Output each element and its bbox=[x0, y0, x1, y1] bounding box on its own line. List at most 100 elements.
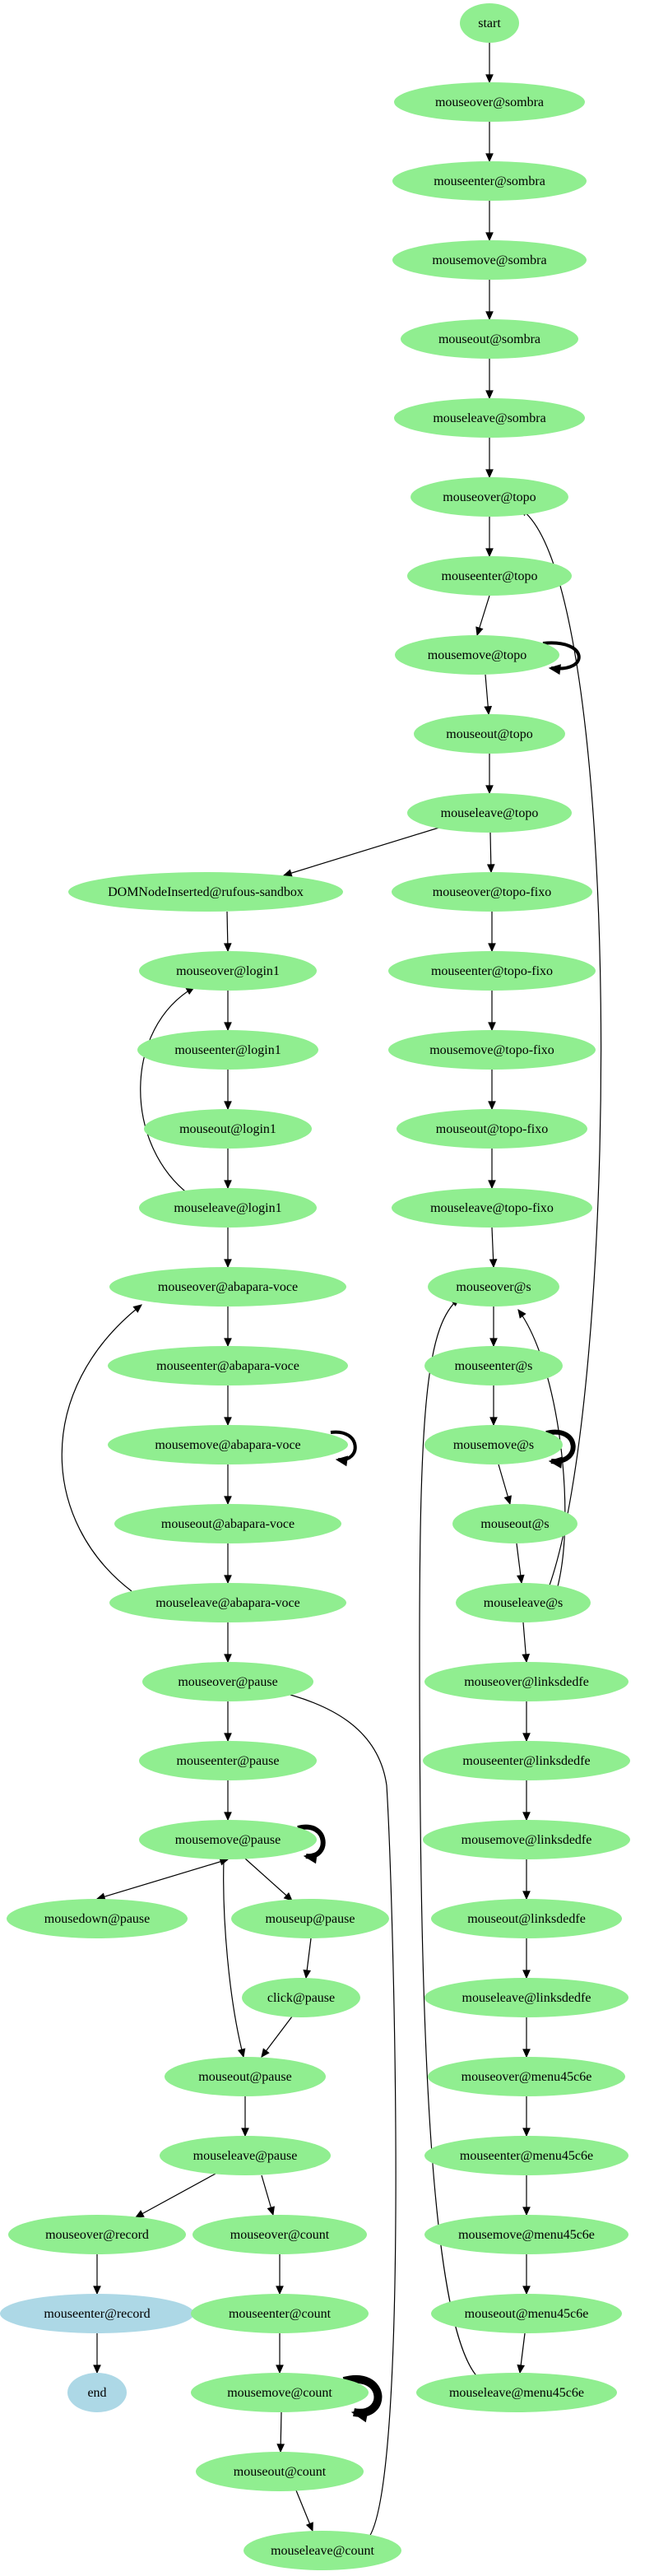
edge-arrowhead bbox=[267, 2206, 275, 2216]
node-ellipse bbox=[388, 1030, 596, 1070]
node-ellipse bbox=[7, 1899, 188, 1938]
node-mousemove-linksdedfe: mousemove@linksdedfe bbox=[423, 1820, 630, 1859]
edge-mouseover-menu-to-mouseenter-menu bbox=[522, 2096, 531, 2137]
edge-arrowhead bbox=[522, 2128, 531, 2137]
node-mouseleave-linksdedfe: mouseleave@linksdedfe bbox=[424, 1978, 628, 2017]
node-label: mouseout@pause bbox=[198, 2070, 291, 2084]
edge-arrowhead bbox=[224, 1338, 232, 1348]
node-ellipse bbox=[428, 2057, 625, 2096]
node-ellipse bbox=[431, 1899, 622, 1938]
node-mouseleave-menu: mouseleave@menu45c6e bbox=[416, 2373, 617, 2412]
edge-mousemove-sombra-to-mouseout-sombra bbox=[485, 280, 494, 321]
node-label: mouseover@s bbox=[456, 1280, 531, 1294]
node-label: mousemove@pause bbox=[175, 1833, 281, 1847]
node-ellipse bbox=[392, 240, 587, 280]
node-mouseleave-s: mouseleave@s bbox=[456, 1583, 591, 1622]
edge-arrowhead bbox=[282, 869, 293, 877]
node-ellipse bbox=[144, 1109, 312, 1149]
node-ellipse bbox=[424, 1346, 563, 1385]
edge-arrowhead bbox=[522, 2049, 531, 2058]
edge-arrowhead bbox=[503, 1495, 512, 1506]
edge-line bbox=[61, 1304, 142, 1592]
node-mouseout-sombra: mouseout@sombra bbox=[401, 319, 578, 359]
node-ellipse bbox=[395, 635, 559, 675]
edge-arrowhead bbox=[276, 2286, 284, 2295]
edge-mouseleave-login1-to-mouseover-abapara bbox=[224, 1228, 232, 1269]
node-label: mouseover@record bbox=[45, 2228, 149, 2242]
edge-mousemove-s-to-mousemove-s bbox=[545, 1429, 576, 1469]
node-mouseleave-pause: mouseleave@pause bbox=[160, 2136, 331, 2175]
node-label: mouseover@menu45c6e bbox=[462, 2070, 592, 2084]
node-label: mouseout@count bbox=[234, 2465, 327, 2479]
node-label: mouseleave@linksdedfe bbox=[462, 1991, 591, 2005]
node-label: mousemove@topo bbox=[428, 648, 527, 662]
edge-mousemove-linksdedfe-to-mouseout-linksdedfe bbox=[522, 1859, 531, 1901]
node-mouseover-count: mouseover@count bbox=[192, 2215, 367, 2254]
edge-arrowhead bbox=[276, 2444, 285, 2453]
node-label: mouseleave@s bbox=[484, 1596, 563, 1610]
node-label: mouseleave@topo-fixo bbox=[430, 1201, 554, 1215]
edge-arrowhead bbox=[276, 2365, 284, 2374]
node-click-pause: click@pause bbox=[242, 1978, 360, 2017]
edge-arrowhead bbox=[485, 469, 494, 479]
edge-mousemove-topo-to-mousemove-topo bbox=[542, 641, 581, 675]
node-mouseenter-topo: mouseenter@topo bbox=[407, 556, 572, 596]
edge-arrowhead bbox=[224, 1259, 232, 1269]
self-loop-arrowhead bbox=[335, 1455, 349, 1467]
node-label: mouseenter@s bbox=[455, 1359, 533, 1373]
node-label: mouseout@linksdedfe bbox=[467, 1912, 586, 1926]
edge-mouseenter-count-to-mousemove-count bbox=[276, 2333, 284, 2374]
edge-arrowhead bbox=[475, 626, 484, 637]
node-label: mouseout@login1 bbox=[179, 1122, 276, 1136]
edge-mouseover-sombra-to-mouseenter-sombra bbox=[485, 122, 494, 163]
edge-mouseleave-abapara-to-mouseover-abapara bbox=[61, 1304, 142, 1592]
edge-mouseover-count-to-mouseenter-count bbox=[276, 2254, 284, 2295]
node-mouseout-menu: mouseout@menu45c6e bbox=[431, 2294, 622, 2333]
edge-arrowhead bbox=[132, 1304, 142, 1313]
edge-arrowhead bbox=[516, 1574, 525, 1585]
edge-mouseleave-pause-to-mouseover-record bbox=[134, 2173, 216, 2218]
node-ellipse bbox=[414, 714, 565, 754]
edge-mouseover-login1-to-mouseenter-login1 bbox=[224, 991, 232, 1032]
edge-line bbox=[135, 2173, 216, 2218]
node-ellipse bbox=[108, 1346, 348, 1385]
edge-arrowhead bbox=[224, 1101, 232, 1111]
node-ellipse bbox=[139, 1188, 317, 1228]
node-label: mouseout@topo-fixo bbox=[436, 1122, 549, 1136]
node-mouseover-s: mouseover@s bbox=[428, 1267, 559, 1307]
node-ellipse bbox=[423, 1741, 630, 1780]
edge-arrowhead bbox=[485, 232, 494, 242]
node-label: mouseenter@record bbox=[44, 2307, 150, 2321]
node-mouseover-record: mouseover@record bbox=[8, 2215, 186, 2254]
edge-mouseout-sombra-to-mouseleave-sombra bbox=[485, 359, 494, 400]
edge-mouseenter-abapara-to-mousemove-abapara bbox=[224, 1385, 232, 1427]
node-label: mousemove@s bbox=[453, 1438, 534, 1452]
node-mouseenter-abapara: mouseenter@abapara-voce bbox=[108, 1346, 348, 1385]
edge-mousemove-count-to-mousemove-count bbox=[342, 2375, 383, 2423]
node-mouseover-pause: mouseover@pause bbox=[142, 1662, 313, 1701]
node-label: mouseleave@pause bbox=[193, 2149, 298, 2163]
edge-arrowhead bbox=[224, 1733, 232, 1743]
edge-mouseout-login1-to-mouseleave-login1 bbox=[224, 1149, 232, 1190]
node-ellipse bbox=[452, 1504, 577, 1543]
edge-arrowhead bbox=[488, 1180, 496, 1190]
edge-mousemove-count-to-mouseout-count bbox=[276, 2411, 285, 2453]
edge-mouseout-s-to-mouseleave-s bbox=[516, 1543, 525, 1585]
node-ellipse bbox=[109, 1267, 346, 1307]
node-mouseenter-pause: mouseenter@pause bbox=[139, 1741, 317, 1780]
edge-mouseover-s-to-mouseenter-s bbox=[489, 1307, 498, 1348]
edge-arrowhead bbox=[522, 1653, 531, 1664]
node-label: mouseleave@abapara-voce bbox=[155, 1596, 300, 1610]
node-ellipse bbox=[392, 161, 587, 201]
edge-mousemove-abapara-to-mousemove-abapara bbox=[330, 1430, 357, 1467]
node-ellipse bbox=[424, 1662, 628, 1701]
node-mouseover-abapara: mouseover@abapara-voce bbox=[109, 1267, 346, 1307]
node-mouseover-sombra: mouseover@sombra bbox=[394, 82, 585, 122]
edge-arrowhead bbox=[224, 1812, 232, 1822]
edge-mouseenter-topofixo-to-mousemove-topofixo bbox=[488, 991, 496, 1032]
node-ellipse bbox=[139, 951, 317, 991]
edge-mousemove-menu-to-mouseout-menu bbox=[522, 2254, 531, 2295]
edge-line bbox=[261, 2016, 293, 2058]
node-ellipse bbox=[68, 872, 343, 912]
node-mouseout-count: mouseout@count bbox=[196, 2452, 364, 2491]
